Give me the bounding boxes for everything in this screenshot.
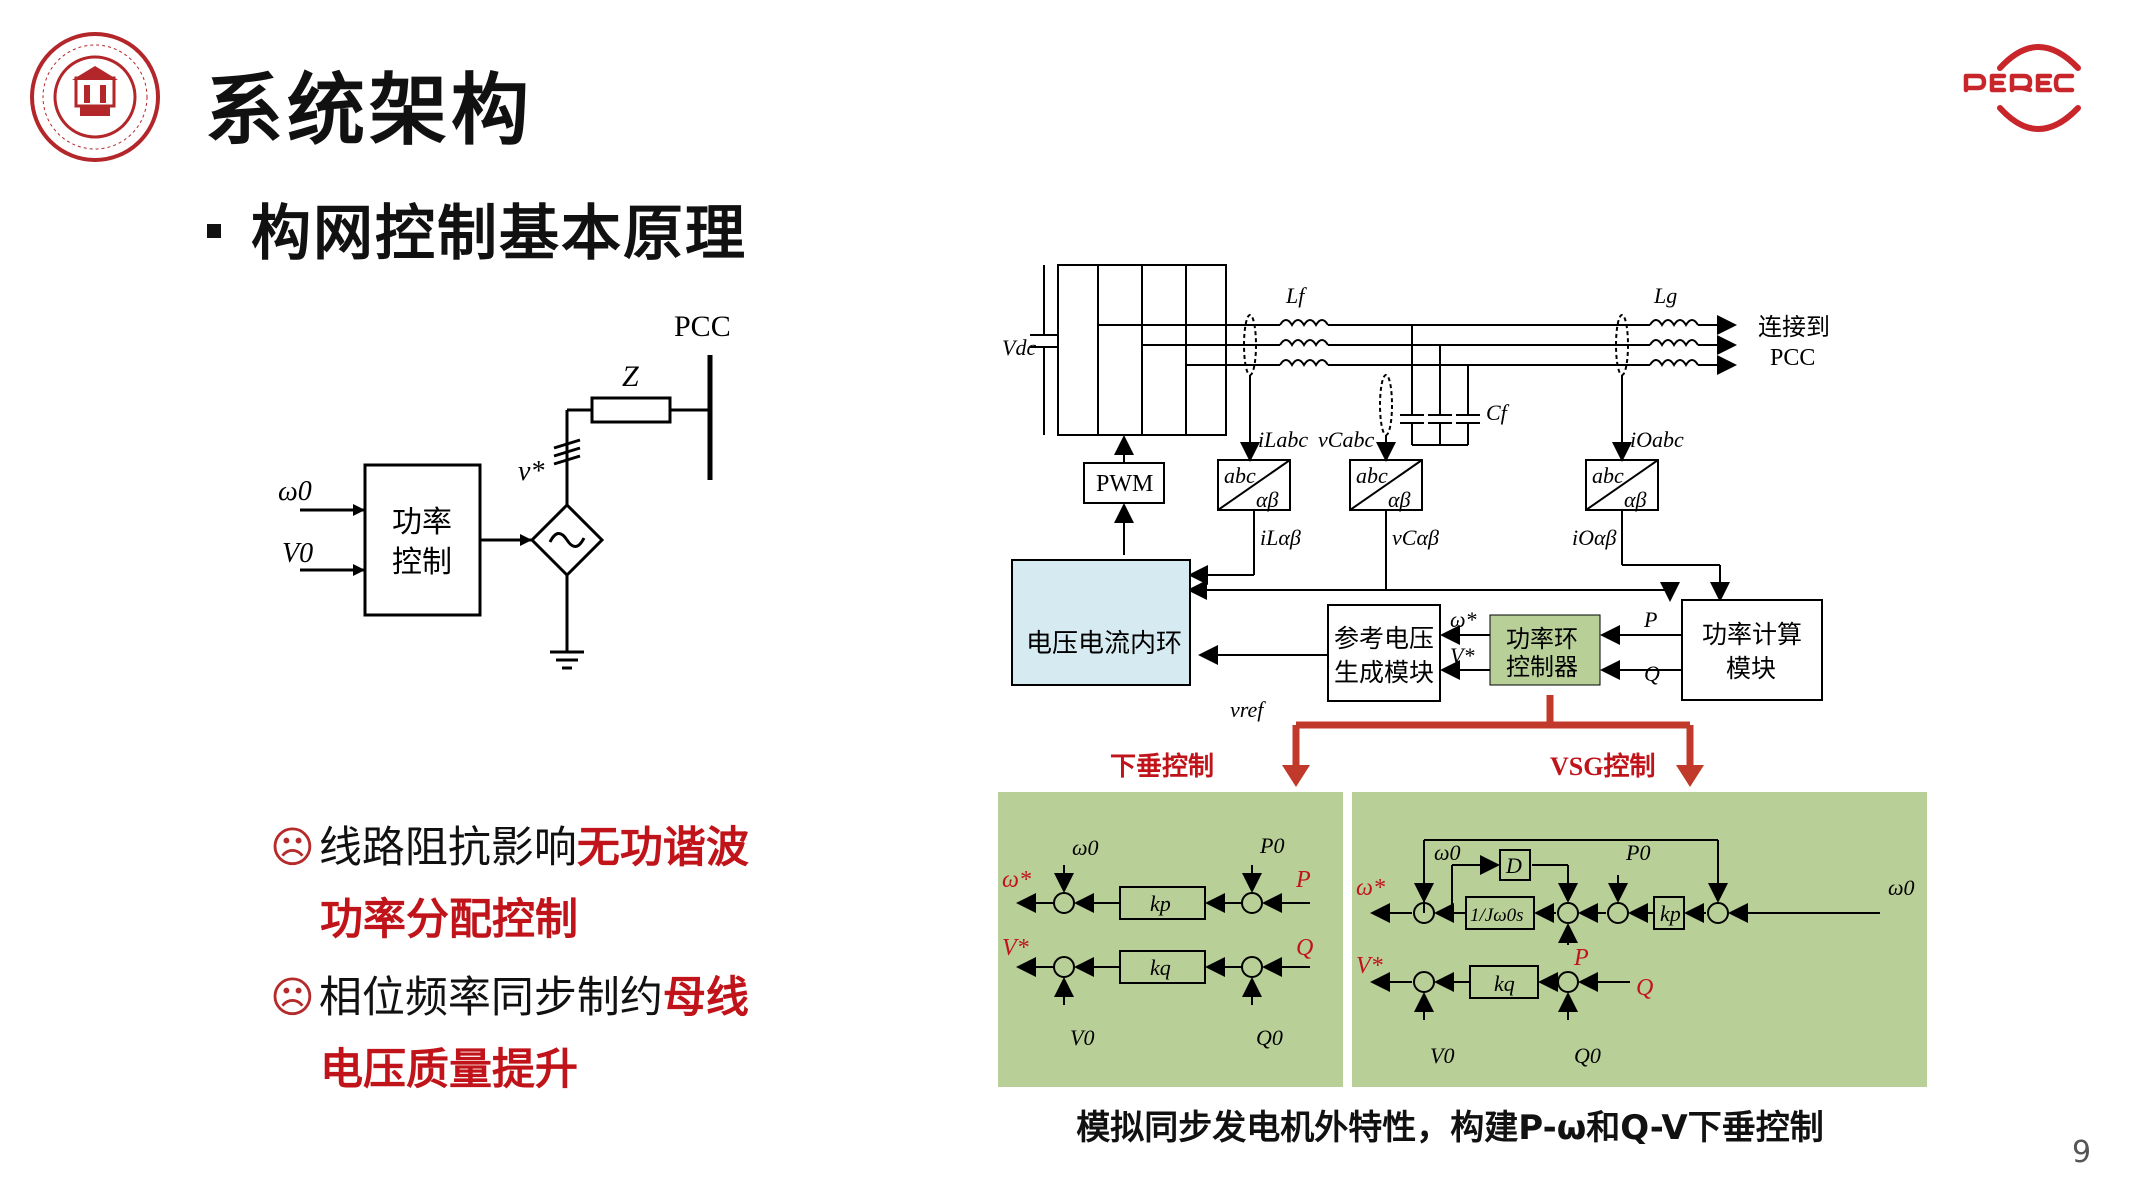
- vcab-label: vCαβ: [1392, 525, 1439, 550]
- vsg-q: Q: [1636, 975, 1653, 1001]
- droop-q0: Q0: [1256, 1025, 1283, 1050]
- lg-label: Lg: [1653, 283, 1677, 308]
- university-seal-icon: [30, 32, 160, 162]
- note-2-highlight: 母线: [662, 973, 749, 1023]
- grid-label-1: 连接到: [1758, 314, 1830, 341]
- power-control-label-2: 控制: [392, 546, 452, 579]
- transform-2-top: abc: [1356, 463, 1388, 488]
- sad-face-icon: ☹: [270, 973, 315, 1023]
- power-control-label-1: 功率: [392, 506, 452, 539]
- vsg-omega0-top: ω0: [1434, 840, 1461, 865]
- vdc-label: Vdc: [1002, 335, 1036, 360]
- power-control-block: [363, 463, 482, 617]
- droop-v0: V0: [1070, 1025, 1094, 1050]
- section-subtitle: 构网控制基本原理: [207, 185, 747, 272]
- vsg-p: P: [1573, 945, 1589, 971]
- vsg-control-title: VSG控制: [1550, 752, 1655, 781]
- sad-face-icon: ☹: [270, 823, 315, 873]
- figure-caption: 模拟同步发电机外特性，构建P-ω和Q-V下垂控制: [1076, 1108, 1824, 1148]
- power-calc-label-2: 模块: [1726, 655, 1776, 683]
- droop-q: Q: [1296, 935, 1313, 961]
- perec-logo-icon: [1963, 44, 2081, 132]
- note-1-highlight: 无功谐波: [576, 823, 749, 873]
- power-calc-label-1: 功率计算: [1702, 621, 1802, 649]
- pcc-label: PCC: [674, 310, 731, 343]
- inner-loop-label: 电压电流内环: [1026, 629, 1182, 658]
- grid-label-2: PCC: [1770, 345, 1815, 371]
- q-label: Q: [1644, 661, 1660, 686]
- droop-kq: kq: [1150, 955, 1171, 980]
- inner-loop-block: [1011, 559, 1191, 686]
- vsg-kq: kq: [1494, 971, 1515, 996]
- vsg-omega0-right: ω0: [1888, 875, 1915, 900]
- ref-gen-label-2: 生成模块: [1334, 659, 1434, 687]
- vsg-control-panel: [1352, 792, 1927, 1087]
- note-2: ☹相位频率同步制约母线 电压质量提升: [270, 962, 749, 1106]
- bullet-icon: [207, 224, 221, 239]
- droop-control-panel: [998, 792, 1343, 1087]
- impedance-icon: [590, 396, 672, 424]
- ilabc-label: iLabc: [1258, 427, 1308, 452]
- pwm-label: PWM: [1096, 471, 1153, 497]
- omega0-label: ω0: [278, 476, 312, 507]
- v0-label: V0: [282, 538, 313, 569]
- ioabc-label: iOabc: [1630, 427, 1684, 452]
- droop-kp: kp: [1150, 891, 1171, 916]
- vsg-inertia: 1/Jω0s: [1470, 905, 1524, 926]
- transform-1-top: abc: [1224, 463, 1256, 488]
- grid-forming-schematic: 功率 控制 ω0 V0 v* Z PCC: [278, 310, 731, 670]
- p-label: P: [1643, 607, 1657, 632]
- note-1: ☹线路阻抗影响无功谐波 功率分配控制: [270, 812, 749, 956]
- ioab-label: iOαβ: [1572, 525, 1617, 550]
- vstar-label: v*: [518, 456, 544, 487]
- transform-2-bottom: αβ: [1388, 487, 1411, 512]
- vsg-q0: Q0: [1574, 1043, 1601, 1068]
- vsg-vstar: V*: [1356, 953, 1383, 979]
- droop-p0: P0: [1259, 833, 1284, 858]
- reference-generator-block: [1327, 604, 1441, 702]
- vsg-damping: D: [1505, 853, 1522, 878]
- note-1-text: 线路阻抗影响: [318, 823, 577, 873]
- vcabc-label: vCabc: [1318, 427, 1374, 452]
- droop-control-title: 下垂控制: [1110, 752, 1214, 781]
- page-title: 系统架构: [205, 66, 534, 156]
- note-2-text: 相位频率同步制约: [318, 973, 663, 1023]
- vsg-omega-star: ω*: [1356, 875, 1385, 901]
- omega-star-label: ω*: [1450, 607, 1477, 632]
- transform-1-bottom: αβ: [1256, 487, 1279, 512]
- subtitle-text: 构网控制基本原理: [251, 199, 747, 269]
- vsg-v0: V0: [1430, 1043, 1454, 1068]
- droop-vstar: V*: [1002, 935, 1029, 961]
- ilab-label: iLαβ: [1260, 525, 1301, 550]
- vref-label: vref: [1230, 697, 1266, 722]
- impedance-label: Z: [622, 360, 639, 393]
- note-1-line2: 功率分配控制: [320, 895, 578, 945]
- vstar-label: V*: [1450, 643, 1474, 668]
- droop-omega0: ω0: [1072, 835, 1099, 860]
- page-number: 9: [2072, 1135, 2092, 1170]
- droop-p: P: [1295, 867, 1311, 893]
- power-controller-block: [1489, 614, 1601, 686]
- cf-label: Cf: [1486, 400, 1510, 425]
- vsg-p0: P0: [1625, 840, 1650, 865]
- note-2-line2: 电压质量提升: [320, 1045, 578, 1095]
- transform-3-top: abc: [1592, 463, 1624, 488]
- power-calculation-block: [1681, 599, 1823, 701]
- ref-gen-label-1: 参考电压: [1334, 625, 1434, 653]
- vsg-control-diagram: Vdc Lf Lg Cf 连接到 PCC iLabc vCabc iOabc i…: [998, 264, 1927, 1087]
- transform-3-bottom: αβ: [1624, 487, 1647, 512]
- vsg-kp: kp: [1660, 901, 1681, 926]
- power-ctrl-label-1: 功率环: [1506, 626, 1578, 653]
- lf-label: Lf: [1285, 283, 1307, 308]
- droop-omega-star: ω*: [1002, 867, 1031, 893]
- power-ctrl-label-2: 控制器: [1506, 654, 1578, 681]
